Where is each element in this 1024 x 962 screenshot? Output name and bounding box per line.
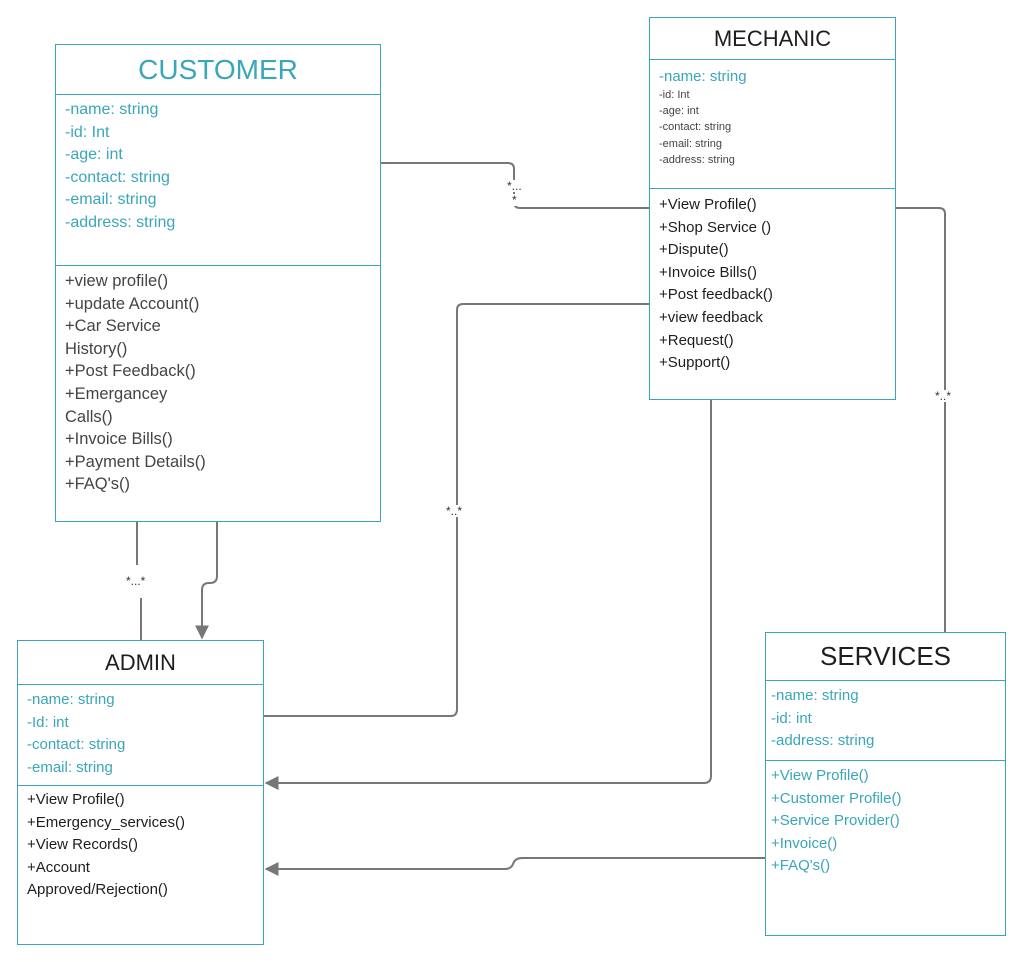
customer-operation: +Post Feedback(): [65, 362, 196, 381]
customer-attributes: -name: string -id: Int -age: int -contac…: [56, 95, 380, 266]
mechanic-attribute: -id: Int: [659, 89, 690, 101]
multiplicity-customer-mechanic-top: *...: [507, 179, 522, 193]
admin-class: ADMIN -name: string -Id: int -contact: s…: [17, 640, 264, 945]
services-attributes: -name: string -id: int -address: string: [766, 681, 1005, 761]
mechanic-attribute: -age: int: [659, 105, 699, 118]
customer-operations: +view profile() +update Account() +Car S…: [56, 266, 380, 500]
services-operations: +View Profile() +Customer Profile() +Ser…: [766, 761, 1005, 882]
admin-operation: +Emergency_services(): [27, 813, 185, 831]
admin-attribute: -name: string: [27, 691, 115, 708]
mechanic-operation: +Invoice Bills(): [659, 263, 757, 281]
multiplicity-customer-mechanic-bottom: *: [512, 193, 517, 207]
customer-attribute: -id: Int: [65, 123, 110, 141]
customer-operation: +Invoice Bills(): [65, 430, 173, 449]
mechanic-operation: +Dispute(): [659, 241, 729, 259]
customer-operation: Calls(): [65, 407, 113, 426]
customer-operation: +update Account(): [65, 294, 200, 313]
customer-operation: +FAQ's(): [65, 475, 131, 494]
services-attribute: -name: string: [771, 687, 859, 704]
services-operation: +View Profile(): [771, 767, 869, 784]
admin-operation: +Account: [27, 858, 90, 876]
customer-operation: History(): [65, 339, 128, 358]
admin-attribute: -Id: int: [27, 713, 69, 731]
multiplicity-mechanic-admin: *..*: [446, 504, 463, 518]
connector-services-admin-arrow: [264, 857, 765, 876]
services-attribute: -id: int: [771, 709, 812, 727]
mechanic-operation: +View Profile(): [659, 196, 757, 213]
customer-attribute: -age: int: [65, 146, 123, 164]
customer-operation: +Payment Details(): [65, 452, 206, 471]
admin-attribute: -contact: string: [27, 736, 126, 754]
admin-attribute: -email: string: [27, 758, 113, 776]
mechanic-operation: +Support(): [659, 354, 731, 372]
services-attribute: -address: string: [771, 732, 875, 750]
services-class-name: SERVICES: [766, 633, 1005, 681]
admin-operation: Approved/Rejection(): [27, 881, 168, 899]
connector-customer-admin-arrow: [195, 522, 218, 640]
admin-class-name: ADMIN: [18, 641, 263, 685]
mechanic-attribute: -name: string: [659, 68, 747, 85]
mechanic-attribute: -contact: string: [659, 121, 732, 134]
services-operation: +Invoice(): [771, 834, 838, 852]
services-operation: +Customer Profile(): [771, 789, 902, 807]
mechanic-attribute: -email: string: [659, 137, 722, 150]
services-operation: +Service Provider(): [771, 812, 900, 830]
services-operation: +FAQ's(): [771, 857, 831, 875]
customer-class: CUSTOMER -name: string -id: Int -age: in…: [55, 44, 381, 522]
customer-operation: +view profile(): [65, 272, 169, 290]
customer-attribute: -address: string: [65, 213, 176, 231]
customer-class-name: CUSTOMER: [56, 45, 380, 95]
mechanic-operation: +Post feedback(): [659, 286, 773, 304]
connector-mechanic-services: [896, 207, 946, 632]
admin-operation: +View Records(): [27, 836, 139, 854]
mechanic-class: MECHANIC -name: string -id: Int -age: in…: [649, 17, 896, 400]
admin-attributes: -name: string -Id: int -contact: string …: [18, 685, 263, 786]
customer-operation: +Car Service: [65, 317, 161, 336]
admin-operation: +View Profile(): [27, 791, 125, 808]
mechanic-operation: +Request(): [659, 331, 734, 349]
mechanic-attributes: -name: string -id: Int -age: int -contac…: [650, 60, 895, 189]
mechanic-class-name: MECHANIC: [650, 18, 895, 60]
multiplicity-mechanic-services: *..*: [935, 389, 952, 403]
customer-attribute: -email: string: [65, 191, 157, 209]
customer-attribute: -name: string: [65, 101, 159, 118]
mechanic-operation: +Shop Service (): [659, 218, 772, 236]
services-class: SERVICES -name: string -id: int -address…: [765, 632, 1006, 936]
mechanic-attribute: -address: string: [659, 153, 735, 166]
multiplicity-customer-admin: *...*: [126, 574, 146, 588]
mechanic-operation: +view feedback: [659, 308, 763, 326]
admin-operations: +View Profile() +Emergency_services() +V…: [18, 786, 263, 906]
customer-attribute: -contact: string: [65, 168, 170, 186]
customer-operation: +Emergancey: [65, 384, 168, 403]
mechanic-operations: +View Profile() +Shop Service () +Disput…: [650, 189, 895, 379]
